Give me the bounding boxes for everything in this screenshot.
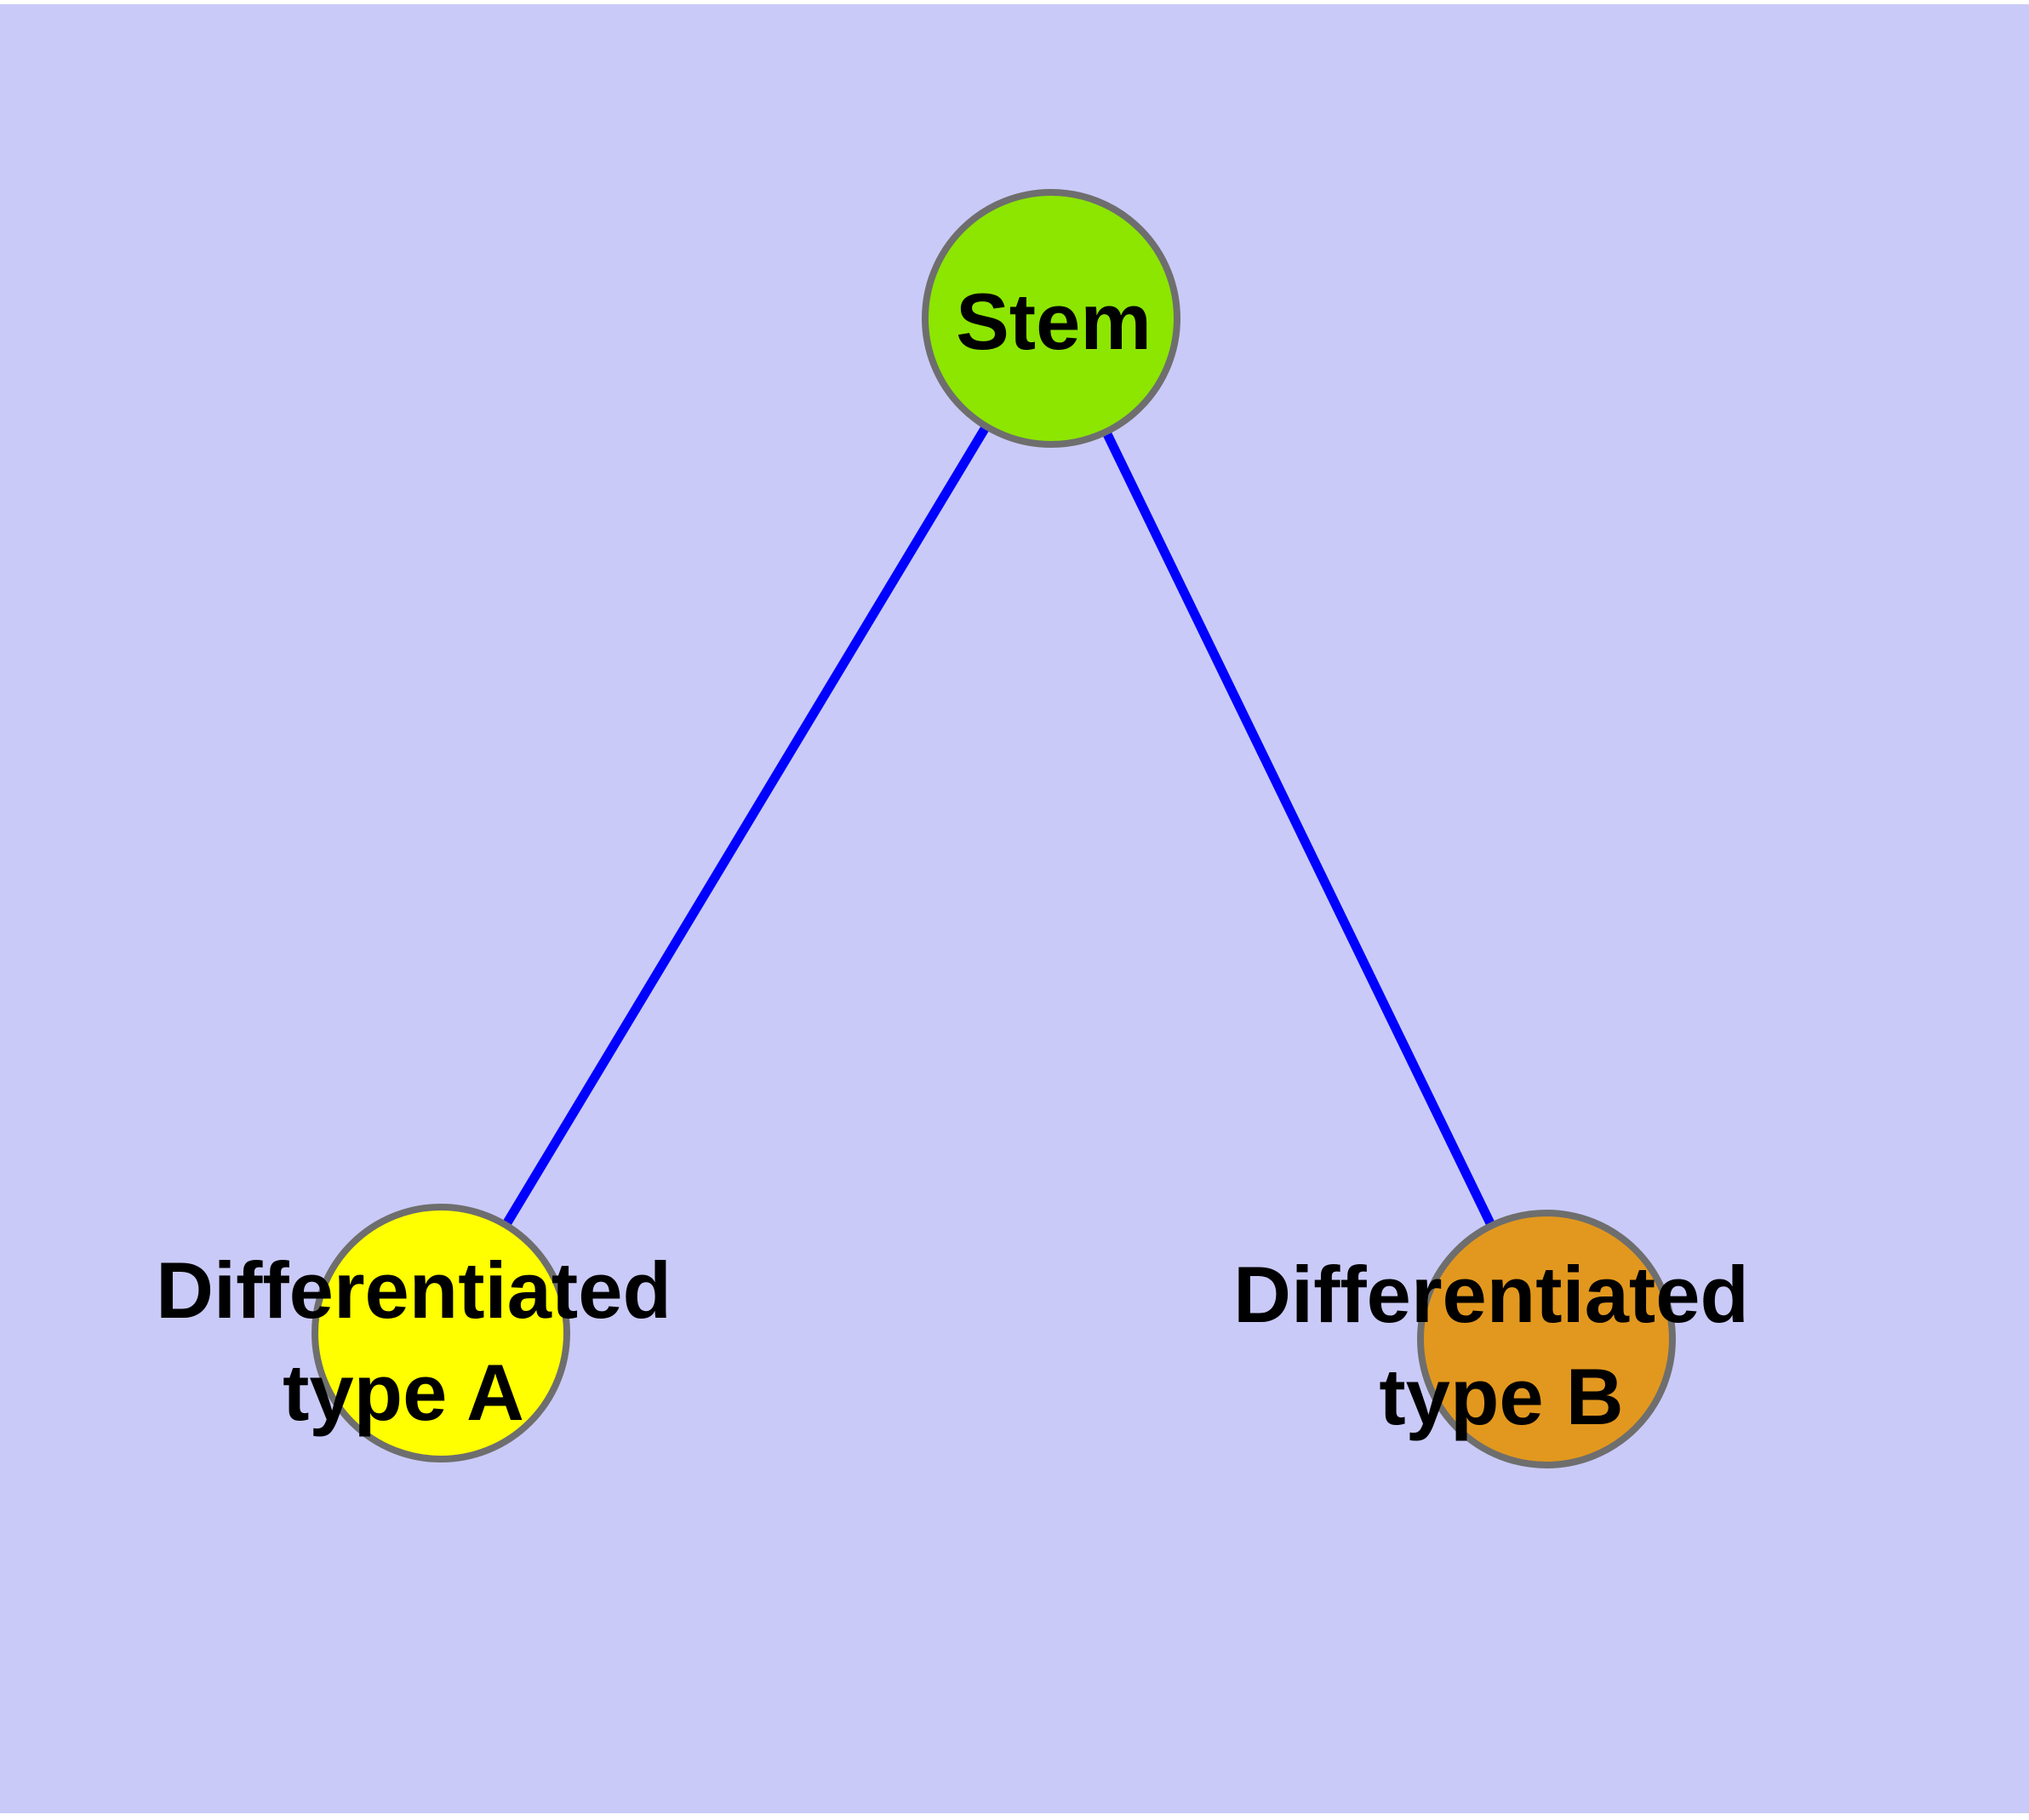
node-type-a-label-line1: Differentiated [156, 1245, 672, 1335]
edge-layer [437, 316, 1551, 1342]
node-type-a-circle [311, 1204, 570, 1462]
node-differentiated-type-a: Differentiated type A [156, 1204, 672, 1462]
node-differentiated-type-b: Differentiated type B [1233, 1210, 1749, 1468]
edge-stem-to-type-a [437, 316, 1055, 1336]
node-type-b-circle [1417, 1210, 1676, 1468]
node-type-b-label-line2: type B [1379, 1352, 1623, 1441]
node-stem-label: Stem [956, 277, 1152, 366]
edge-stem-to-type-b [1047, 316, 1551, 1342]
node-stem-circle [922, 189, 1180, 448]
node-type-b-label-line1: Differentiated [1233, 1250, 1749, 1339]
node-stem: Stem [922, 189, 1180, 448]
node-type-a-label-line2: type A [283, 1348, 524, 1437]
